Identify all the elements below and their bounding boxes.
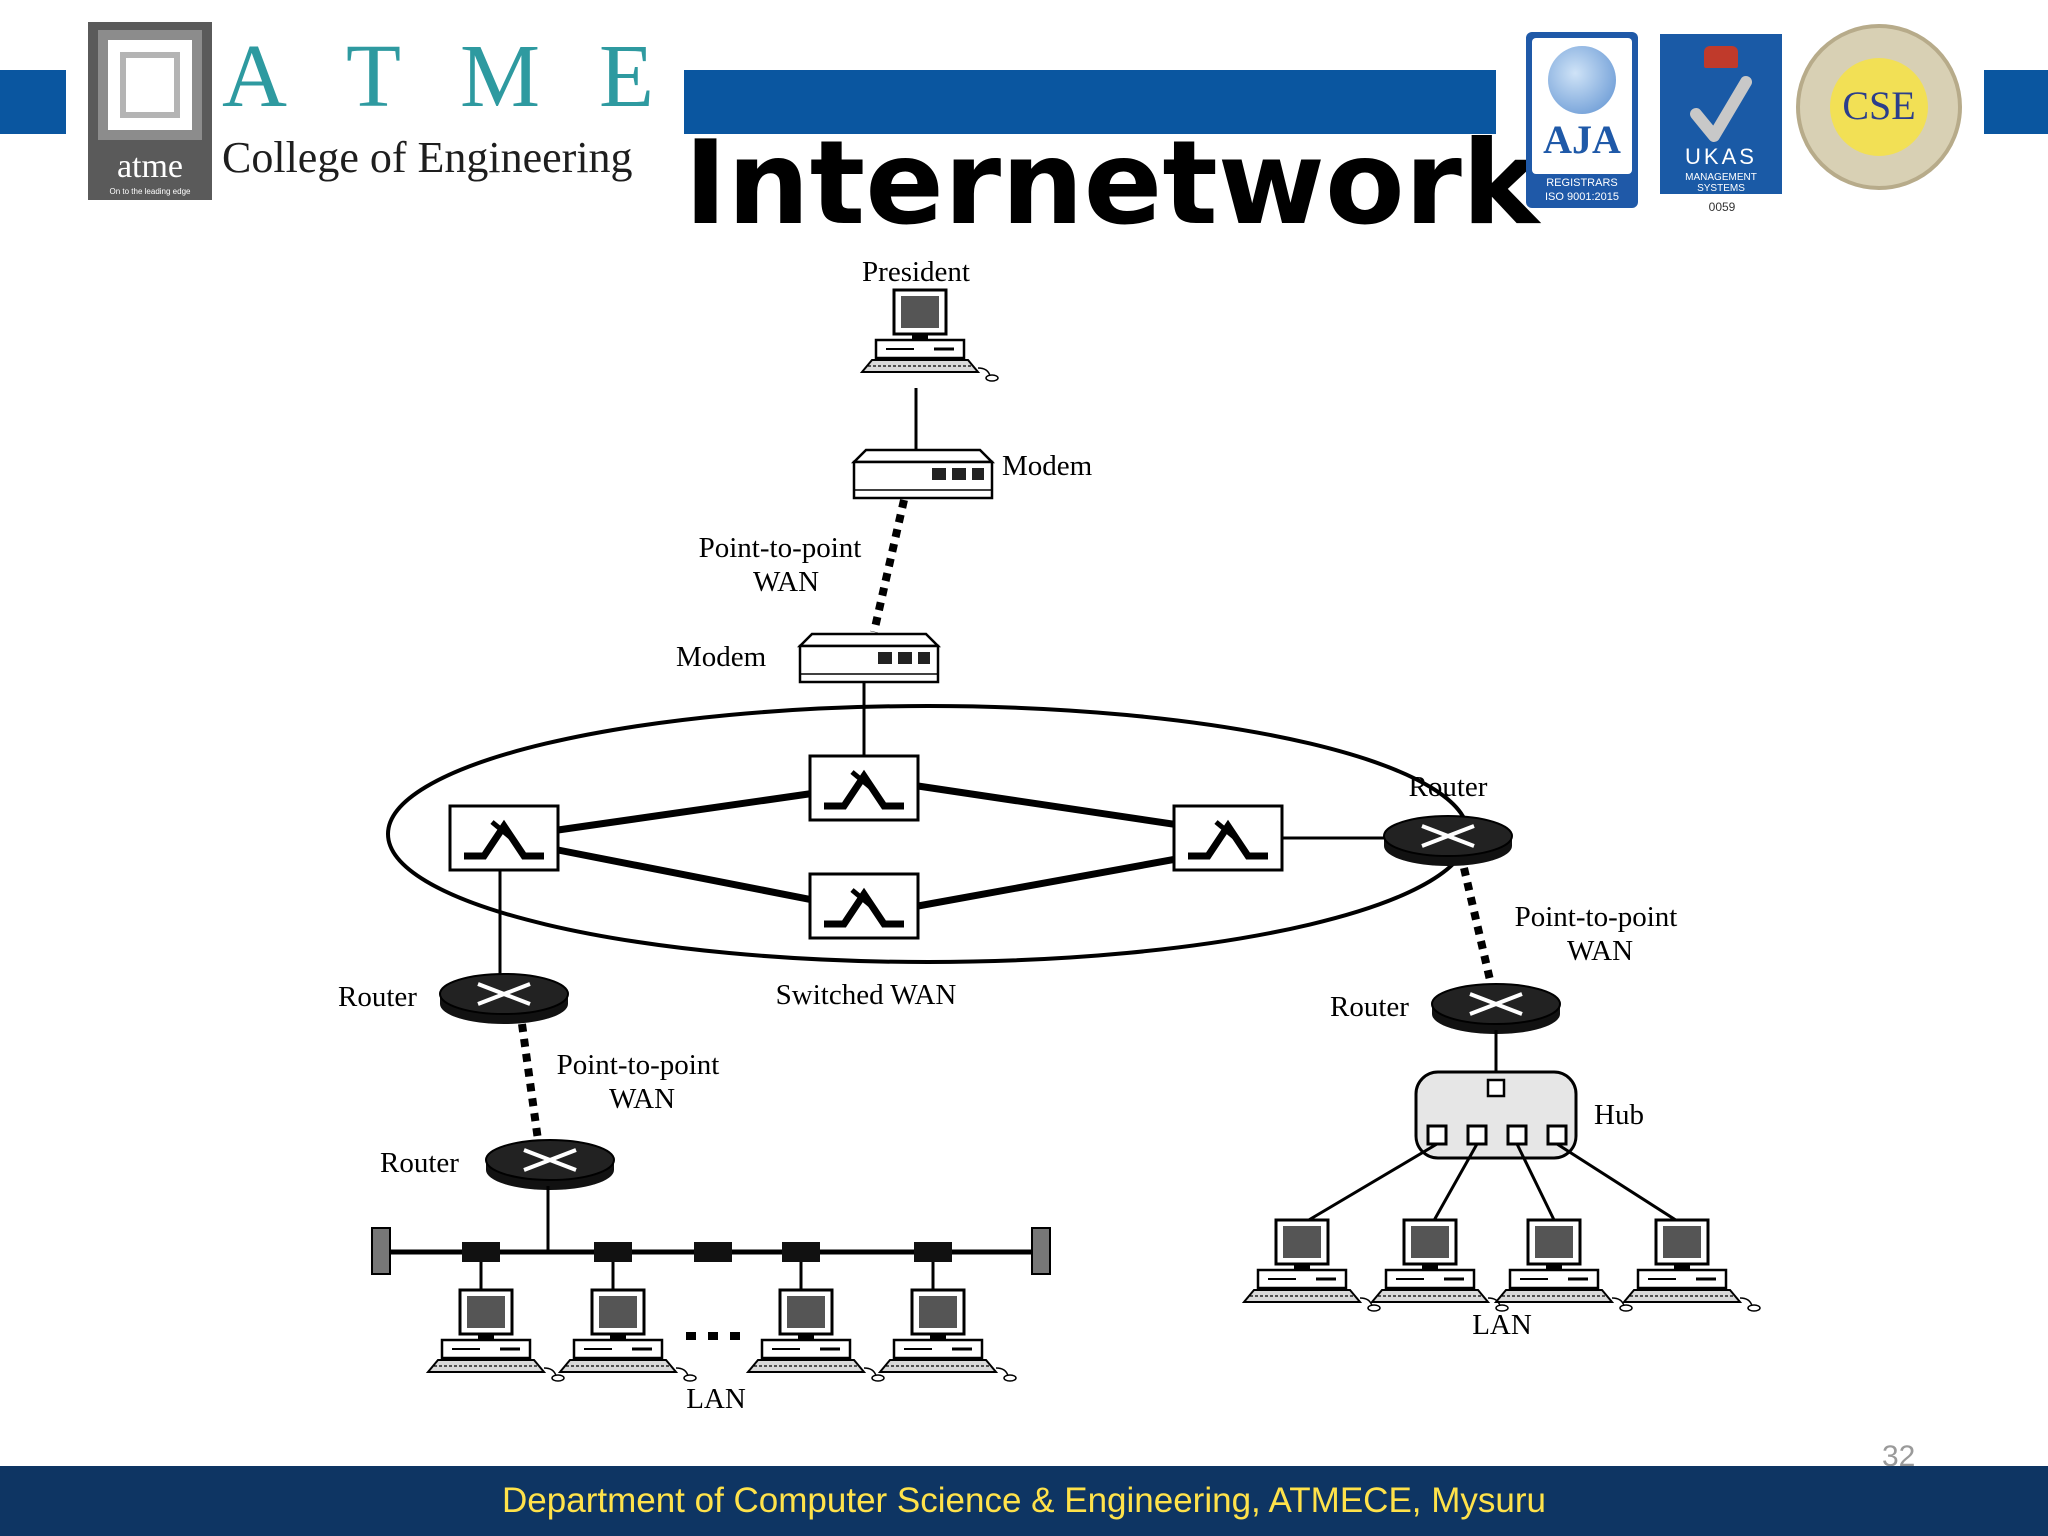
wordmark-letter: A <box>222 27 287 126</box>
label-hub: Hub <box>1594 1099 1644 1131</box>
wan-switch-top-icon <box>810 756 918 820</box>
ukas-name: UKAS <box>1685 144 1757 169</box>
lan-right-computer-icon <box>1370 1218 1510 1313</box>
label-modem-top: Modem <box>1002 450 1093 482</box>
label-president: President <box>862 256 970 288</box>
wordmark-letter: E <box>599 27 654 126</box>
logo-tagline: On to the leading edge <box>109 187 191 196</box>
label-modem-bottom: Modem <box>676 641 767 673</box>
college-name: College of Engineering <box>222 133 633 182</box>
wan-switch-bottom-icon <box>810 874 918 938</box>
top-modem-icon <box>852 448 994 500</box>
lan-left-computer-icon <box>746 1288 886 1383</box>
label-lan-right: LAN <box>1472 1309 1532 1341</box>
wan-switch-right-icon <box>1174 806 1282 870</box>
header-band-left <box>0 70 66 134</box>
globe-icon <box>1548 46 1616 114</box>
aja-registrars: REGISTRARS <box>1546 177 1618 189</box>
wan-switch-left-icon <box>450 806 558 870</box>
lan-right-computer-icon <box>1242 1218 1382 1313</box>
label-p2p-top-line1: Point-to-point <box>699 532 862 564</box>
ukas-number: 0059 <box>1708 200 1736 214</box>
logo-frame-icon <box>98 30 202 140</box>
label-switched-wan: Switched WAN <box>776 979 957 1011</box>
label-p2p-left-line2: WAN <box>609 1083 675 1115</box>
aja-iso: ISO 9001:2015 <box>1544 191 1619 203</box>
ukas-sub: MANAGEMENT SYSTEMS <box>1685 172 1757 194</box>
ukas-badge: UKAS MANAGEMENT SYSTEMS <box>1660 34 1782 194</box>
atme-wordmark: A T M E <box>222 32 654 122</box>
lan-right-computer-icon <box>1622 1218 1762 1313</box>
footer-text: Department of Computer Science & Enginee… <box>502 1481 1546 1520</box>
header-band-center <box>684 70 1496 134</box>
label-p2p-right-line1: Point-to-point <box>1515 901 1678 933</box>
footer-bar: Department of Computer Science & Enginee… <box>0 1466 2048 1536</box>
label-p2p-right-line2: WAN <box>1567 935 1633 967</box>
wordmark-letter: T <box>346 27 401 126</box>
label-p2p-top-line2: WAN <box>753 566 819 598</box>
wordmark-letter: M <box>459 27 541 126</box>
label-router-right-top: Router <box>1409 771 1488 803</box>
label-router-right-bottom: Router <box>1330 991 1409 1023</box>
header-band-right <box>1984 70 2048 134</box>
bottom-modem-icon <box>798 632 940 684</box>
lan-left-computer-icon <box>426 1288 566 1383</box>
label-router-left-bottom: Router <box>380 1147 459 1179</box>
crown-icon <box>1704 46 1738 68</box>
hub-icon <box>1414 1070 1578 1160</box>
checkmark-icon <box>1690 76 1752 142</box>
label-router-left-top: Router <box>338 981 417 1013</box>
label-p2p-left-line1: Point-to-point <box>557 1049 720 1081</box>
aja-name: AJA <box>1543 117 1621 162</box>
lan-left-computer-icon <box>558 1288 698 1383</box>
logo-mark: atme <box>116 148 184 185</box>
router-left-top-icon <box>438 972 570 1026</box>
lan-left-computer-icon <box>878 1288 1018 1383</box>
logo-url: www.atme.in <box>127 207 173 216</box>
slide-title: Internetwork <box>684 116 1539 251</box>
cse-seal: CSE <box>1796 24 1962 190</box>
router-right-top-icon <box>1382 814 1514 868</box>
router-right-bottom-icon <box>1430 982 1562 1036</box>
cse-name: CSE <box>1842 83 1916 128</box>
aja-badge: AJA REGISTRARS ISO 9001:2015 <box>1526 32 1638 208</box>
lan-right-computer-icon <box>1494 1218 1634 1313</box>
router-left-bottom-icon <box>484 1138 616 1192</box>
atme-logo: atme On to the leading edge www.atme.in <box>88 22 212 216</box>
label-lan-left: LAN <box>686 1383 746 1415</box>
president-computer-icon <box>860 288 1000 383</box>
